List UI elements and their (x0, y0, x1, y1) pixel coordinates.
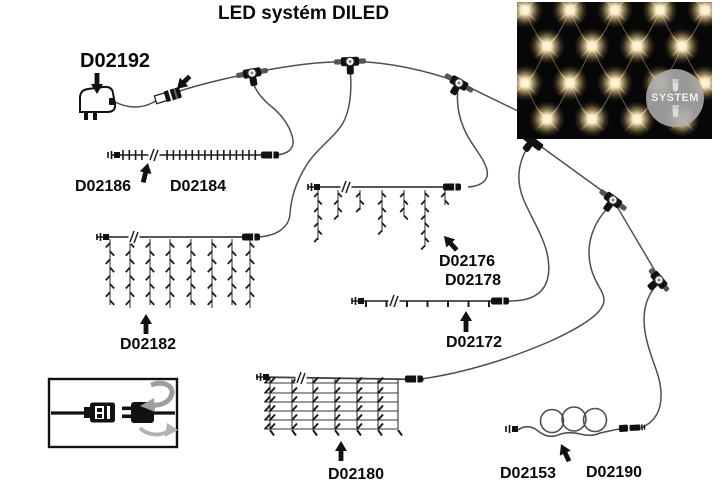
label-chain-endcap: D02186 (75, 178, 132, 195)
net-grid-wires (264, 379, 399, 430)
arrow-up-icon (335, 441, 347, 461)
icicle-lights (313, 190, 450, 251)
label-icicle: D02176 (439, 253, 496, 270)
break-slashes (149, 148, 159, 162)
led-light (552, 65, 588, 101)
end-cap-icon (505, 425, 518, 433)
drop-cable-to-icicle (456, 87, 489, 188)
plug-connector-icon (491, 297, 509, 305)
extension-loop (539, 408, 565, 434)
arrow-up-left-icon (559, 444, 572, 463)
label-net: D02180 (328, 466, 385, 483)
led-light (597, 65, 633, 101)
bulb-icon (671, 78, 679, 91)
arrow-up-left-icon (444, 236, 459, 252)
label-adapter: D02192 (80, 50, 151, 72)
label-string: D02172 (446, 334, 503, 351)
drop-cable-to-net (420, 205, 611, 380)
led-light (574, 28, 610, 64)
break-slashes (341, 180, 351, 194)
extension-cable (517, 425, 620, 438)
curtain-strands (109, 239, 251, 308)
page-title: LED systém DILED (218, 3, 390, 24)
extension-loop (582, 407, 608, 433)
plug-connector-icon (261, 151, 279, 159)
t-connector-icon (333, 56, 367, 75)
drop-cable-to-chain (251, 77, 294, 156)
break-gap (128, 230, 140, 244)
arrow-down-icon (91, 73, 103, 94)
label-chain: D02184 (170, 178, 227, 195)
break-gap (148, 148, 160, 162)
break-gap (340, 180, 352, 194)
extension-loop (561, 406, 587, 432)
net-lights-photo: SYSTEM (517, 2, 712, 139)
plug-pair-icon (618, 424, 646, 432)
main-cable (167, 60, 659, 277)
icicle-strands (317, 190, 446, 247)
power-adapter (79, 85, 117, 120)
arrow-up-icon (140, 314, 152, 334)
break-gap (295, 371, 307, 385)
net-lights (264, 376, 403, 437)
arrow-down-left-icon (177, 74, 192, 89)
label-icicle2: D02178 (445, 272, 502, 289)
t-connector-icon (599, 189, 627, 212)
break-slashes (296, 371, 306, 385)
cable-break-marks (128, 148, 400, 385)
plug-connector-icon (405, 375, 423, 383)
led-light (529, 101, 565, 137)
break-gap (388, 294, 400, 308)
plug-connection-inset (47, 377, 179, 449)
drop-cable-to-string (505, 144, 550, 302)
chain-light-ticks (122, 150, 257, 160)
plug-connector-icon (443, 183, 461, 191)
led-light (619, 28, 655, 64)
watermark-text: SYSTEM (651, 91, 699, 104)
led-light (664, 28, 700, 64)
drop-cable-to-curtain (257, 66, 352, 238)
female-connector-icon (84, 402, 115, 423)
push-motion-arrow-icon (138, 380, 178, 437)
label-extension: D02190 (586, 464, 643, 481)
arrow-up-icon (139, 163, 152, 183)
string-lights (365, 301, 490, 307)
t-connector-icon (647, 268, 670, 292)
arrow-up-icon (460, 311, 472, 332)
led-light (529, 28, 565, 64)
end-cap-icon (96, 233, 109, 241)
end-cap-icon (107, 151, 120, 159)
system-watermark: SYSTEM (646, 69, 704, 127)
end-cap-icon (351, 297, 364, 305)
end-cap-icon (307, 183, 320, 191)
string-light-ticks (365, 301, 490, 307)
end-cap-icon (256, 373, 269, 381)
t-connector-icon (236, 67, 268, 87)
led-light (574, 101, 610, 137)
label-ext-endcap: D02153 (500, 465, 557, 482)
plug-connector-icon (242, 233, 260, 241)
curtain-light-ticks (105, 242, 255, 306)
t-connector-icon (444, 73, 474, 96)
break-slashes (389, 294, 399, 308)
break-slashes (129, 230, 139, 244)
bulb-icon (671, 104, 679, 117)
inline-connector (153, 87, 182, 105)
net-light-ticks (264, 376, 403, 437)
drop-cable-to-extension (640, 285, 662, 429)
chain-lights (122, 150, 257, 160)
curtain-lights (105, 239, 255, 308)
label-curtain: D02182 (120, 336, 177, 353)
icicle-light-ticks (313, 192, 450, 251)
